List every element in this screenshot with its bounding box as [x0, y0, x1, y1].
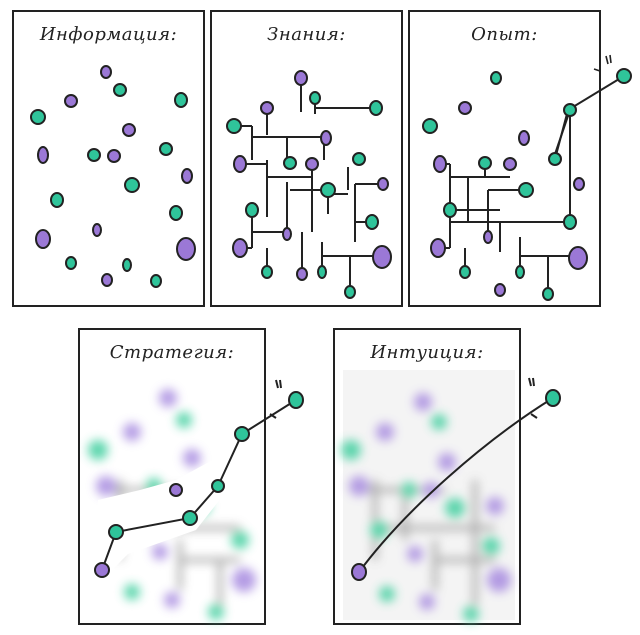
node	[344, 285, 356, 299]
knowledge-network-diagram	[226, 70, 392, 299]
node	[182, 510, 198, 526]
dot	[169, 205, 183, 221]
node	[518, 130, 530, 146]
node	[459, 265, 471, 279]
node	[568, 246, 588, 270]
dot	[122, 123, 136, 137]
dot	[101, 273, 113, 287]
node	[548, 152, 562, 166]
node	[261, 265, 273, 279]
node	[211, 479, 225, 493]
dot	[181, 168, 193, 184]
dot	[30, 109, 46, 125]
node	[433, 155, 447, 173]
panel-knowledge: Знания:	[210, 10, 403, 307]
dot	[113, 83, 127, 97]
node	[422, 118, 438, 134]
node	[296, 267, 308, 281]
node	[483, 230, 493, 244]
node	[494, 283, 506, 297]
node	[282, 227, 292, 241]
dot	[176, 237, 196, 261]
node	[351, 563, 367, 581]
dot	[50, 192, 64, 208]
node	[320, 130, 332, 146]
blurred-network	[341, 393, 511, 622]
panel-intuition: Интуиция:	[333, 328, 561, 625]
node	[309, 91, 321, 105]
node	[305, 157, 319, 171]
dot	[65, 256, 77, 270]
node	[369, 100, 383, 116]
node	[515, 265, 525, 279]
node	[245, 202, 259, 218]
torn-paper-strip	[92, 426, 260, 592]
dot	[122, 258, 132, 272]
panel-title-experience: Опыт:	[471, 24, 538, 45]
node	[294, 70, 308, 86]
dot	[64, 94, 78, 108]
dot	[92, 223, 102, 237]
dot	[150, 274, 162, 288]
node	[542, 287, 554, 301]
dot	[159, 142, 173, 156]
node	[372, 245, 392, 269]
panel-experience: Опыт:	[408, 10, 632, 307]
dot	[174, 92, 188, 108]
dot	[100, 65, 112, 79]
node	[563, 103, 577, 117]
dot	[37, 146, 49, 164]
dots-information-diagram	[30, 65, 196, 288]
node	[283, 156, 297, 170]
node	[443, 202, 457, 218]
dot	[124, 177, 140, 193]
panel-title-strategy: Стратегия:	[109, 342, 235, 363]
node	[169, 483, 183, 497]
node	[260, 101, 274, 115]
node	[226, 118, 242, 134]
panel-information: Информация:	[12, 10, 205, 307]
dot	[107, 149, 121, 163]
node	[563, 214, 577, 230]
node	[377, 177, 389, 191]
node	[490, 71, 502, 85]
node	[365, 214, 379, 230]
dot	[87, 148, 101, 162]
node	[352, 152, 366, 166]
node	[503, 157, 517, 171]
node	[317, 265, 327, 279]
node	[232, 238, 248, 258]
node	[288, 391, 304, 409]
node	[545, 389, 561, 407]
dot	[35, 229, 51, 249]
node	[320, 182, 336, 198]
node	[458, 101, 472, 115]
panel-title-information: Информация:	[39, 24, 178, 45]
node	[518, 182, 534, 198]
node	[616, 68, 632, 84]
node	[430, 238, 446, 258]
node	[234, 426, 250, 442]
intuition-diagram	[341, 370, 561, 622]
node	[233, 155, 247, 173]
node	[573, 177, 585, 191]
experience-network-diagram	[422, 54, 632, 301]
panel-strategy: Стратегия:	[78, 328, 304, 625]
panel-title-knowledge: Знания:	[267, 24, 346, 45]
node	[478, 156, 492, 170]
node	[108, 524, 124, 540]
strategy-diagram	[88, 379, 304, 620]
panel-title-intuition: Интуиция:	[370, 342, 484, 363]
node	[94, 562, 110, 578]
